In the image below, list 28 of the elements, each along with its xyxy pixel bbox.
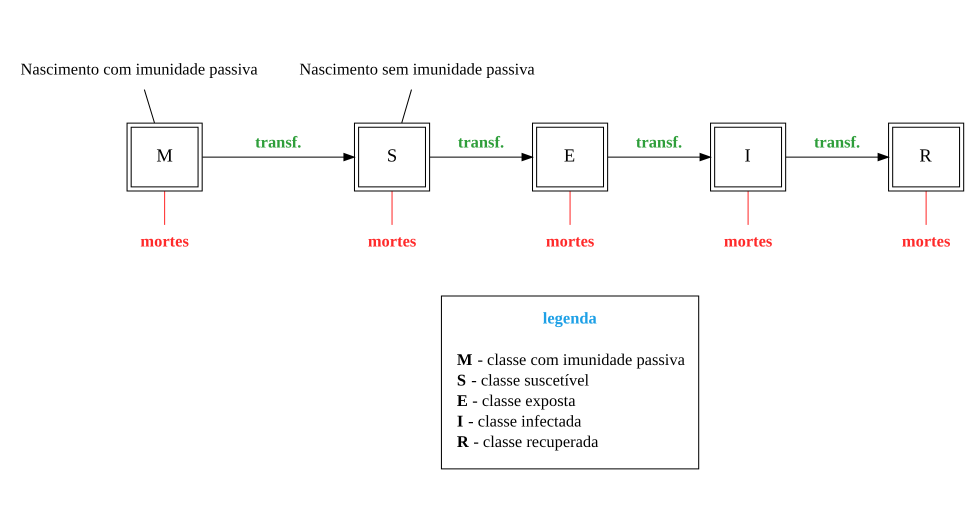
connector [570, 191, 571, 225]
connector [748, 191, 749, 225]
edge-label: transf. [636, 132, 682, 152]
node-text: mortes [724, 231, 772, 250]
node-text: Nascimento com imunidade passiva [20, 60, 258, 79]
edge-label: transf. [458, 132, 504, 152]
node-box: S [354, 122, 430, 192]
node-text: Nascimento sem imunidade passiva [299, 60, 535, 79]
connector [401, 89, 412, 123]
node-text: mortes [140, 231, 189, 250]
connector [144, 89, 155, 123]
node-box: legenda M - classe com imunidade passiva S - classe suscetível E - classe exposta I - classe infectada R - classe recuperada [440, 295, 700, 470]
node-text: mortes [546, 231, 594, 250]
edge-label: transf. [814, 132, 860, 152]
node-box: I [710, 122, 786, 192]
edge-label: transf. [255, 132, 302, 152]
node-box: M [126, 122, 203, 192]
arrow [608, 152, 712, 162]
connector [926, 191, 927, 225]
node-box: R [888, 122, 964, 192]
connector [392, 191, 393, 225]
node-text: mortes [902, 231, 950, 250]
arrow [430, 152, 534, 162]
node-text: mortes [368, 231, 416, 250]
arrow [786, 152, 890, 162]
arrow [202, 152, 356, 162]
node-box: E [532, 122, 608, 192]
connector [164, 191, 166, 225]
